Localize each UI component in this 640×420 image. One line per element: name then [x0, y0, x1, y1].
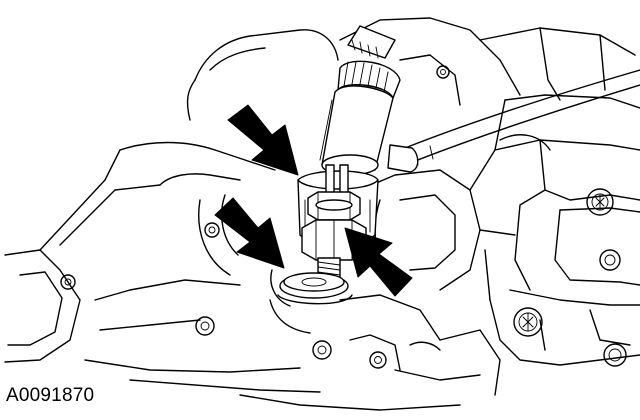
torx-bolt: [586, 188, 614, 216]
valve-body: [469, 94, 640, 367]
arrow-icon: [227, 104, 299, 176]
arrow-icon: [344, 227, 413, 297]
torx-bolt: [599, 249, 621, 271]
callout-arrows: [214, 104, 413, 297]
housing-outline: [4, 17, 636, 411]
figure-id-label: A0091870: [6, 385, 95, 406]
torx-bolt: [513, 307, 543, 337]
torx-bolt: [603, 343, 627, 367]
arrow-icon: [214, 197, 285, 269]
socket-tool: [319, 25, 419, 176]
